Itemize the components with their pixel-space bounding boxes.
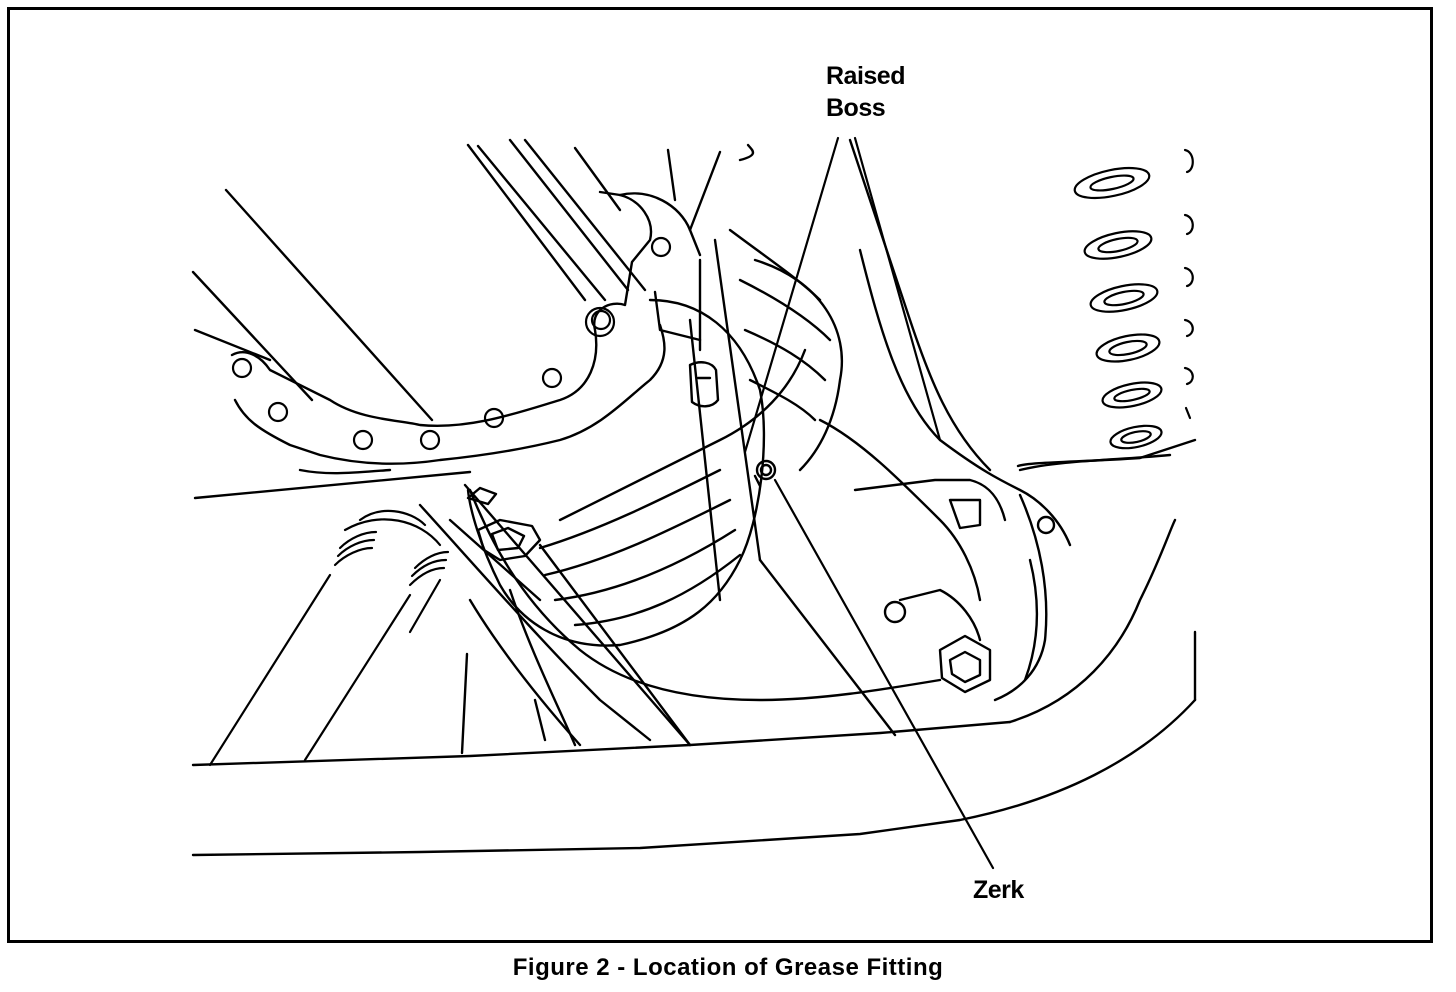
differential-housing <box>418 228 942 755</box>
raised-boss-label-line-2: Boss <box>826 94 886 122</box>
leader-raised-boss-2 <box>853 136 942 442</box>
leader-raised-boss-1 <box>743 136 840 454</box>
coil-springs <box>208 509 450 767</box>
louvered-cover <box>1073 148 1194 450</box>
leader-zerk <box>773 478 995 870</box>
housing-flange <box>230 190 702 475</box>
zerk-fitting <box>753 459 777 488</box>
leader-lines <box>743 136 995 870</box>
frame-rails <box>191 138 755 500</box>
zerk-label: Zerk <box>973 876 1024 904</box>
flange-bolts <box>231 236 672 451</box>
figure-frame <box>7 7 1433 943</box>
right-housing <box>818 138 1197 702</box>
raised-boss-label-line-1: Raised <box>826 62 905 90</box>
fill-plug <box>466 486 542 562</box>
figure-caption: Figure 2 - Location of Grease Fitting <box>512 954 944 981</box>
raised-boss <box>688 361 720 408</box>
raised-boss-label: Raised Boss <box>826 60 905 124</box>
axle-tube <box>191 518 1197 857</box>
